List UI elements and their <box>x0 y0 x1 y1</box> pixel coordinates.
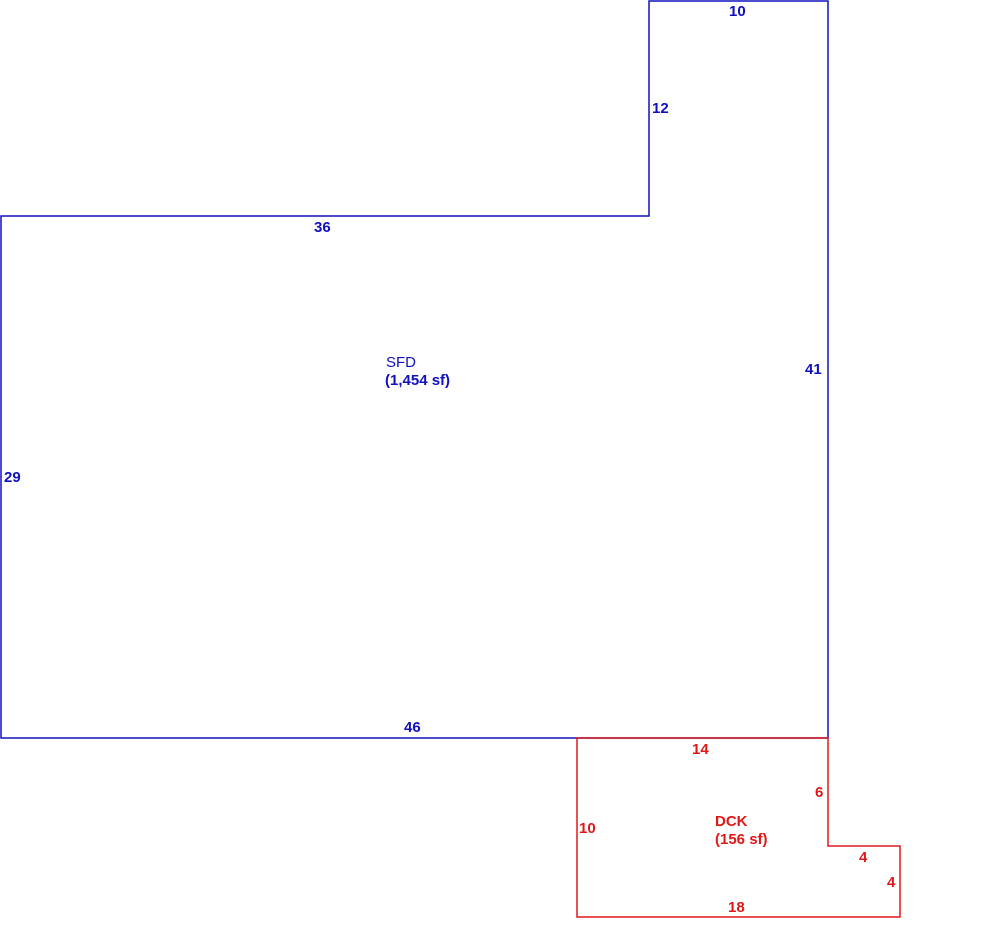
dck-dim-right-upper: 6 <box>815 784 823 801</box>
sfd-dim-top-small: 10 <box>729 3 746 20</box>
sfd-area-size: (1,454 sf) <box>385 372 450 389</box>
dck-outline <box>576 737 901 918</box>
dck-area-size: (156 sf) <box>715 831 768 848</box>
dck-dim-step-top: 4 <box>859 849 868 866</box>
dck-dim-left: 10 <box>579 820 596 837</box>
sfd-dim-upper-run: 36 <box>314 219 331 236</box>
dck-dim-bottom: 18 <box>728 899 745 916</box>
sfd-dim-right-side: 41 <box>805 361 822 378</box>
dck-dim-step-side: 4 <box>887 874 896 891</box>
dck-dim-top: 14 <box>692 741 709 758</box>
sfd-area-name: SFD <box>386 354 416 371</box>
sfd-dim-left-side: 29 <box>4 469 21 486</box>
sfd-dim-bottom: 46 <box>404 719 421 736</box>
sfd-dim-notch-side: 12 <box>652 100 669 117</box>
dck-area-name: DCK <box>715 813 748 830</box>
sfd-outline <box>0 0 829 739</box>
